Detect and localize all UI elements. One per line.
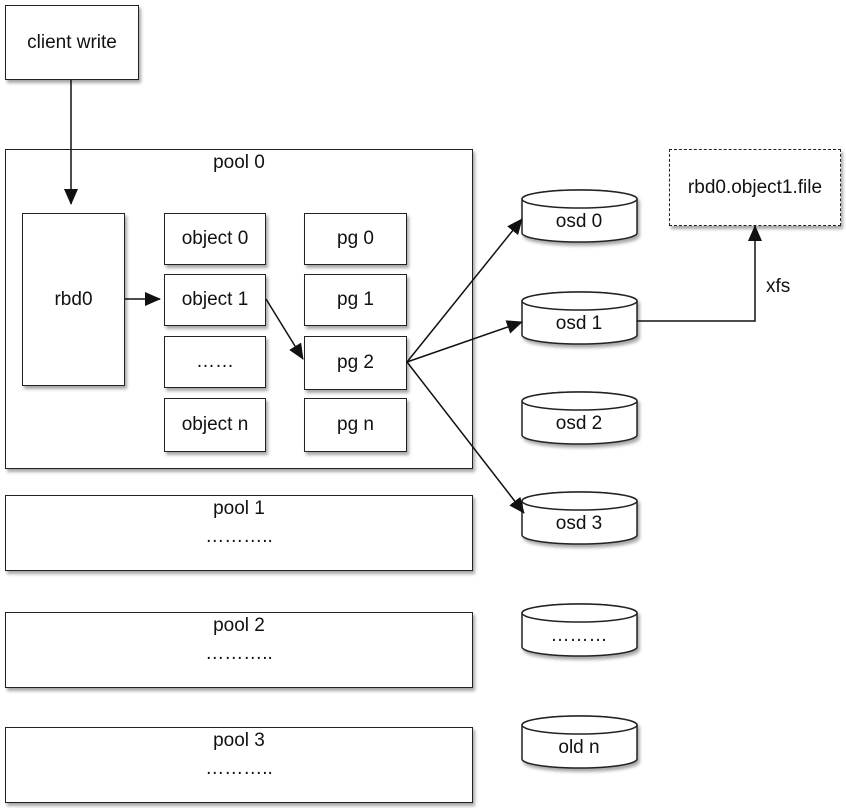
- object-file-box: rbd0.object1.file: [669, 149, 841, 226]
- object-label: object 1: [181, 289, 249, 310]
- pool-3-ellipsis: ………..: [205, 758, 273, 779]
- pg-label: pg 2: [337, 352, 374, 373]
- pg-label: pg n: [337, 414, 374, 435]
- object-box: ……: [164, 336, 266, 388]
- pg-box: pg 2: [304, 336, 407, 390]
- object-file-label: rbd0.object1.file: [687, 176, 823, 198]
- pool-1-ellipsis: ………..: [205, 526, 273, 547]
- pool-1-title: pool 1: [213, 498, 265, 519]
- pg-box: pg n: [304, 398, 407, 452]
- object-box: object n: [164, 398, 266, 452]
- object-box: object 1: [164, 274, 266, 326]
- osd-label: ………: [550, 625, 608, 646]
- rbd0-box: rbd0: [22, 213, 125, 386]
- osd1-to-file-arrow: [637, 225, 762, 322]
- rbd0-label: rbd0: [54, 288, 93, 310]
- pg-label: pg 1: [337, 289, 374, 310]
- client-write-label: client write: [27, 31, 117, 53]
- osd-label: osd 1: [555, 313, 603, 334]
- pool-2-ellipsis: ………..: [205, 643, 273, 664]
- osd-label: osd 3: [555, 513, 603, 534]
- xfs-label: xfs: [766, 276, 791, 297]
- object-label: object 0: [181, 228, 249, 249]
- pg-box: pg 1: [304, 274, 407, 326]
- osd-label: osd 0: [555, 211, 603, 232]
- object-label: ……: [196, 351, 234, 372]
- pool-2-box: pool 2 ………..: [5, 612, 473, 688]
- pg-label: pg 0: [337, 228, 374, 249]
- object-box: object 0: [164, 213, 266, 265]
- pool-2-title: pool 2: [213, 615, 265, 636]
- object-label: object n: [181, 414, 249, 435]
- pool-3-box: pool 3 ………..: [5, 727, 473, 803]
- pool-3-title: pool 3: [213, 730, 265, 751]
- pool-0-title: pool 0: [213, 152, 265, 173]
- osd-label: old n: [558, 737, 600, 758]
- client-write-box: client write: [5, 5, 139, 80]
- pool-1-box: pool 1 ………..: [5, 495, 473, 571]
- pg-box: pg 0: [304, 213, 407, 265]
- osd-label: osd 2: [555, 413, 603, 434]
